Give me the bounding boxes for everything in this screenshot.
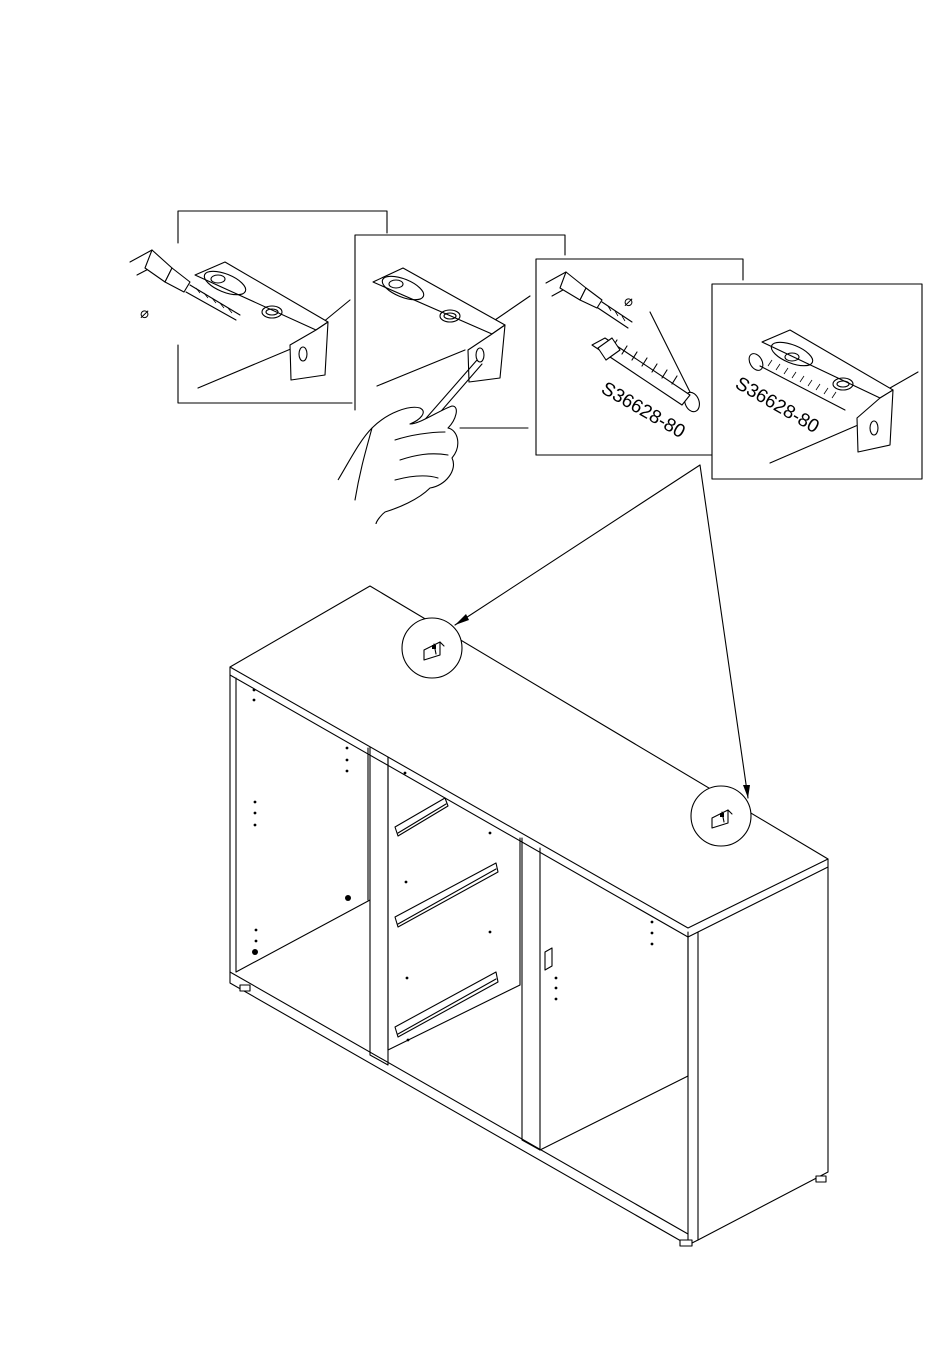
callout-arrows	[455, 465, 750, 798]
panel-clean	[338, 235, 565, 524]
cabinet-icon	[230, 586, 828, 1246]
hinge-plate	[545, 948, 552, 970]
bracket-icon	[373, 268, 505, 382]
shelf-holes	[252, 689, 653, 1042]
diameter-symbol: ⌀	[624, 292, 633, 310]
drill-icon	[546, 272, 632, 328]
drawer-runner	[395, 863, 498, 927]
panel-screw: S36628-80	[712, 284, 922, 479]
hand-icon	[338, 406, 458, 524]
panel-drill: ⌀	[130, 211, 387, 403]
drawer-runner	[395, 972, 498, 1037]
drawer-runner	[395, 798, 448, 836]
bracket-icon	[195, 262, 328, 380]
diameter-symbol: ⌀	[140, 304, 149, 322]
bracket-callout	[691, 786, 751, 846]
bracket-callout	[402, 618, 462, 678]
